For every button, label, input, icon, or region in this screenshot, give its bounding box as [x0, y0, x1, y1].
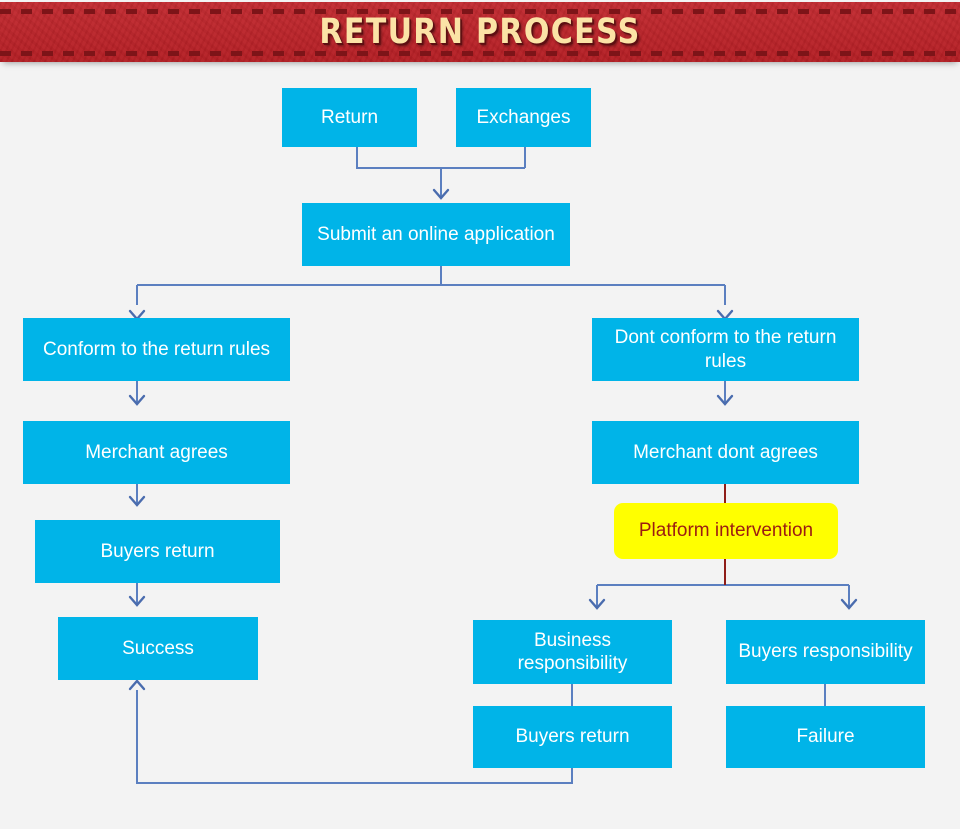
edge-return-to-junction [356, 147, 525, 169]
node-failure[interactable]: Failure [726, 706, 925, 768]
arrowhead-submit [432, 188, 450, 200]
page-title: RETURN PROCESS [319, 12, 641, 52]
arrowhead-buyers-return-left [128, 495, 146, 507]
node-submit-application[interactable]: Submit an online application [302, 203, 570, 266]
arrowhead-business-responsibility [588, 598, 606, 610]
node-platform-intervention[interactable]: Platform intervention [614, 503, 838, 559]
banner-dash-bottom [0, 51, 960, 56]
node-dont-conform-rules[interactable]: Dont conform to the return rules [592, 318, 859, 381]
node-exchanges[interactable]: Exchanges [456, 88, 591, 147]
node-merchant-dont-agrees[interactable]: Merchant dont agrees [592, 421, 859, 484]
node-buyers-return-left[interactable]: Buyers return [35, 520, 280, 583]
node-merchant-agrees[interactable]: Merchant agrees [23, 421, 290, 484]
node-buyers-responsibility[interactable]: Buyers responsibility [726, 620, 925, 684]
node-return[interactable]: Return [282, 88, 417, 147]
node-business-responsibility[interactable]: Business responsibility [473, 620, 672, 684]
node-buyers-return-bottom[interactable]: Buyers return [473, 706, 672, 768]
arrowhead-merchant-agrees [128, 394, 146, 406]
arrowhead-success-top [128, 595, 146, 607]
arrowhead-buyers-responsibility [840, 598, 858, 610]
banner-dash-top [0, 9, 960, 14]
arrowhead-merchant-dont-agrees [716, 394, 734, 406]
node-conform-rules[interactable]: Conform to the return rules [23, 318, 290, 381]
arrowhead-success-bottom [128, 679, 146, 691]
node-success[interactable]: Success [58, 617, 258, 680]
header-banner: RETURN PROCESS [0, 2, 960, 62]
